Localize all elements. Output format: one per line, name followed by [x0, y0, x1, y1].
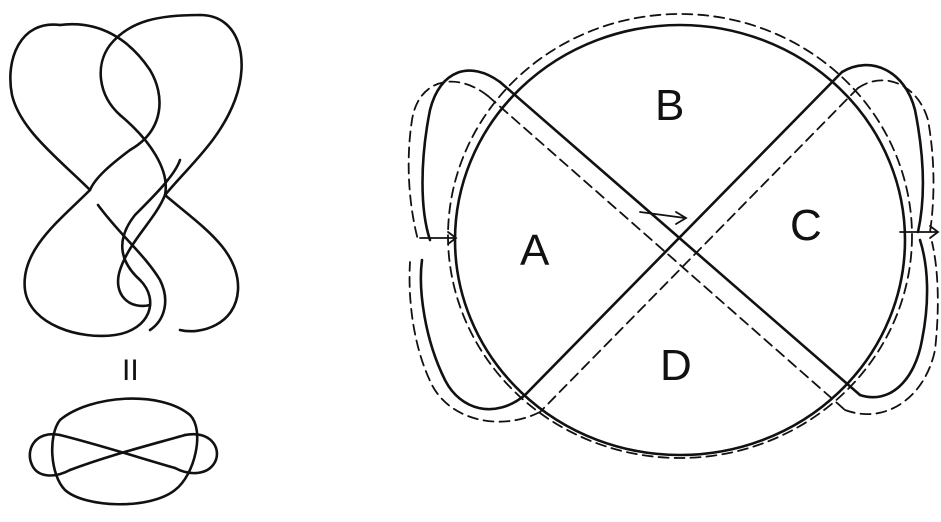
band-diagonal-2-dashed [540, 88, 858, 412]
small-knot-figure [30, 399, 217, 505]
left-knot-figure [10, 15, 241, 336]
right-handle-band-lower [860, 240, 927, 397]
knot-strand-left [10, 25, 150, 336]
region-label-d: D [660, 341, 692, 390]
knot-strand-top-loop [60, 15, 200, 150]
right-disk-figure: A B C D [409, 14, 938, 458]
region-label-c: C [790, 201, 822, 250]
knot-strand-right [165, 15, 242, 331]
left-handle-band-upper-dashed [409, 82, 488, 240]
small-knot-left-lobe [30, 434, 70, 475]
equals-sign: II [122, 354, 139, 387]
left-arrow-icon [420, 232, 456, 244]
region-label-b: B [655, 81, 684, 130]
region-label-a: A [520, 226, 550, 275]
small-knot-cross-2 [60, 435, 175, 468]
